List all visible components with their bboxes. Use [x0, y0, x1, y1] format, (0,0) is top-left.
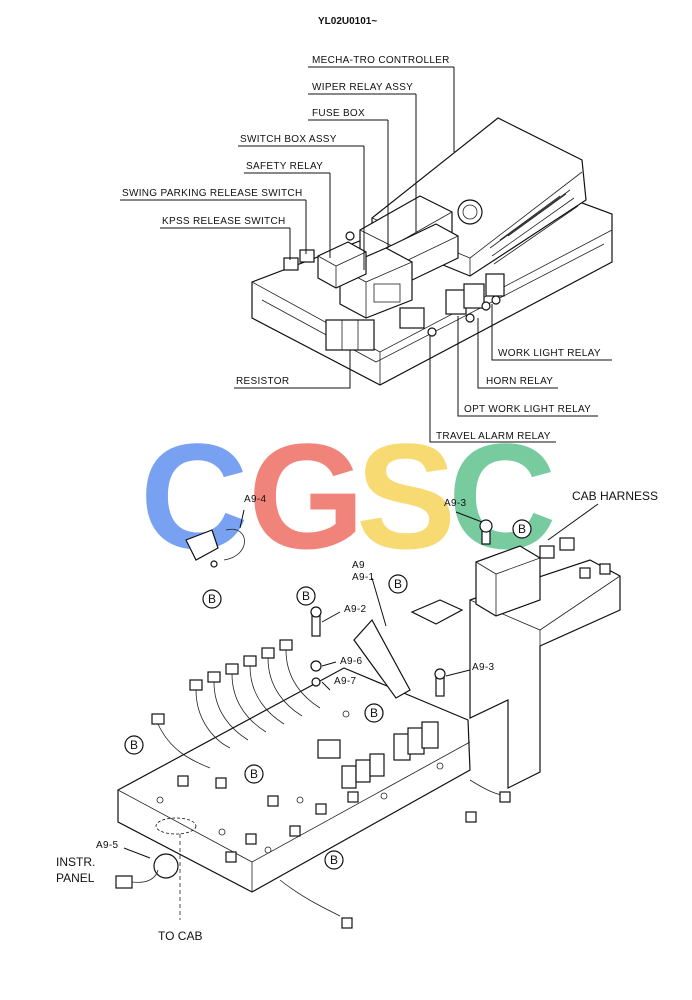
watermark-letter-3: S — [356, 412, 456, 580]
label-instr: INSTR. — [56, 855, 95, 869]
b-callout: B — [388, 574, 408, 594]
bottom-leader-lines — [123, 503, 599, 859]
b-callout: B — [324, 850, 344, 870]
label-fuse-box: FUSE BOX — [312, 108, 365, 119]
label-a9: A9 — [352, 560, 365, 571]
b-callout: B — [364, 703, 384, 723]
b-callouts: B B B B B B B B — [124, 519, 532, 870]
svg-text:B: B — [250, 767, 258, 781]
label-switch-box-assy: SWITCH BOX ASSY — [240, 134, 337, 145]
svg-text:B: B — [330, 853, 338, 867]
label-work-light-relay: WORK LIGHT RELAY — [498, 348, 601, 359]
svg-text:B: B — [130, 738, 138, 752]
b-callout: B — [244, 764, 264, 784]
label-swing-parking-release-switch: SWING PARKING RELEASE SWITCH — [122, 188, 302, 199]
label-panel: PANEL — [56, 871, 95, 885]
bottom-labels: CAB HARNESS A9-4 A9-3 A9 A9-1 A9-2 A9-6 … — [56, 489, 658, 943]
svg-text:B: B — [302, 589, 310, 603]
label-a9-7: A9-7 — [334, 676, 356, 687]
watermark-letter-2: G — [248, 412, 365, 580]
svg-text:B: B — [394, 577, 402, 591]
cgsc-watermark: C G S C — [140, 412, 556, 580]
label-a9-4: A9-4 — [244, 494, 266, 505]
controller-tray-drawing — [251, 117, 613, 386]
svg-text:B: B — [518, 522, 526, 536]
label-horn-relay: HORN RELAY — [486, 376, 553, 387]
label-a9-5: A9-5 — [96, 840, 118, 851]
label-kpss-release-switch: KPSS RELEASE SWITCH — [162, 216, 286, 227]
label-cab-harness: CAB HARNESS — [572, 489, 658, 503]
label-a9-1: A9-1 — [352, 572, 374, 583]
b-callout: B — [512, 519, 532, 539]
label-opt-work-light-relay: OPT WORK LIGHT RELAY — [464, 404, 591, 415]
label-mecha-tro-controller: MECHA-TRO CONTROLLER — [312, 55, 450, 66]
label-to-cab: TO CAB — [158, 929, 202, 943]
b-callout: B — [202, 589, 222, 609]
svg-text:B: B — [208, 592, 216, 606]
svg-text:B: B — [370, 706, 378, 720]
label-resistor: RESISTOR — [236, 376, 289, 387]
harness-plate-drawing — [115, 519, 621, 929]
b-callout: B — [296, 586, 316, 606]
label-a9-3-mid: A9-3 — [472, 662, 494, 673]
b-callout: B — [124, 735, 144, 755]
label-wiper-relay-assy: WIPER RELAY ASSY — [312, 82, 413, 93]
label-a9-6: A9-6 — [340, 656, 362, 667]
top-labels: MECHA-TRO CONTROLLER WIPER RELAY ASSY FU… — [122, 55, 601, 442]
label-travel-alarm-relay: TRAVEL ALARM RELAY — [436, 431, 551, 442]
label-safety-relay: SAFETY RELAY — [246, 161, 323, 172]
label-a9-2: A9-2 — [344, 604, 366, 615]
diagram-code: YL02U0101~ — [318, 16, 377, 27]
top-leader-lines — [120, 66, 612, 443]
label-a9-3-top: A9-3 — [444, 498, 466, 509]
